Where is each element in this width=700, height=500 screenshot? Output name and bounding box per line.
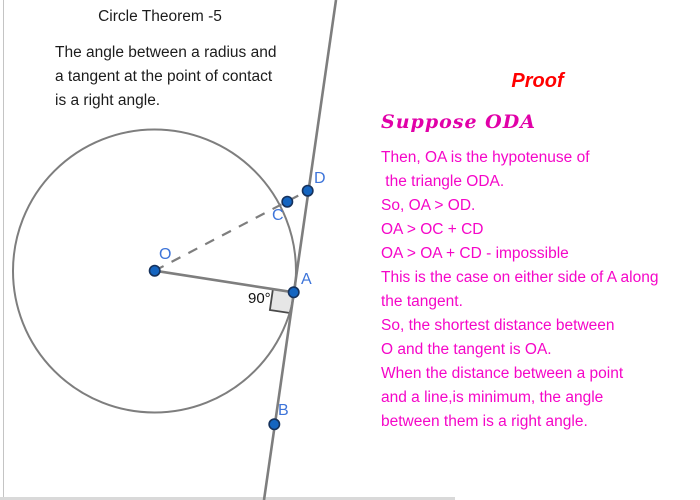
theorem-line: a tangent at the point of contact (55, 68, 273, 85)
proof-text-block: Then, OA is the hypotenuse of the triang… (381, 146, 691, 434)
proof-line: This is the case on either side of A alo… (381, 269, 659, 286)
proof-line: When the distance between a point (381, 365, 624, 382)
proof-line: So, the shortest distance between (381, 317, 615, 334)
proof-subheading: Suppose ODA (381, 111, 536, 133)
proof-line: the tangent. (381, 293, 463, 310)
tangent-line[interactable] (262, 0, 338, 500)
theorem-statement: The angle between a radius and a tangent… (55, 41, 335, 113)
label-o: O (159, 246, 171, 263)
proof-line: between them is a right angle. (381, 413, 588, 430)
label-a: A (301, 271, 312, 288)
applet-left-border (3, 0, 4, 500)
proof-line: OA > OA + CD - impossible (381, 245, 569, 262)
angle-90-label: 90° (248, 290, 271, 307)
page-title: Circle Theorem -5 (98, 8, 222, 25)
label-b: B (278, 402, 289, 419)
point-c[interactable] (281, 195, 294, 208)
applet-bottom-border (0, 497, 455, 500)
radius-oa[interactable] (154, 269, 294, 294)
proof-heading: Proof (511, 70, 564, 92)
theorem-line: is a right angle. (55, 92, 161, 109)
label-c: C (272, 207, 284, 224)
proof-line: the triangle ODA. (381, 173, 505, 190)
segment-od-dashed[interactable] (154, 189, 309, 272)
proof-line: Then, OA is the hypotenuse of (381, 149, 590, 166)
proof-line: OA > OC + CD (381, 221, 484, 238)
point-b[interactable] (268, 418, 281, 431)
point-o[interactable] (148, 264, 161, 277)
proof-line: So, OA > OD. (381, 197, 476, 214)
point-a[interactable] (287, 286, 300, 299)
point-d[interactable] (301, 184, 314, 197)
label-d: D (314, 170, 326, 187)
theorem-line: The angle between a radius and (55, 44, 277, 61)
proof-line: O and the tangent is OA. (381, 341, 552, 358)
proof-line: and a line,is minimum, the angle (381, 389, 604, 406)
